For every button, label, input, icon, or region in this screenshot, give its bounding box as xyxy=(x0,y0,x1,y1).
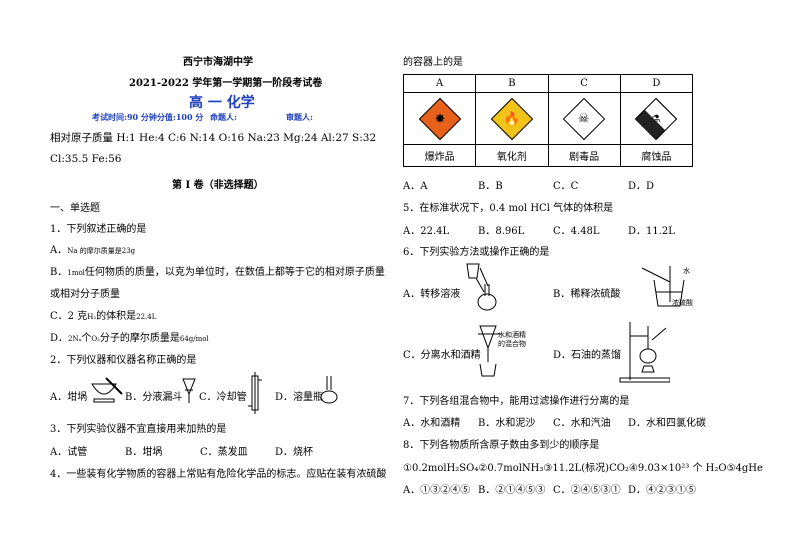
q7-option-a: A．水和酒精 xyxy=(403,418,461,429)
school-name: 西宁市海湖中学 xyxy=(183,57,253,68)
table-cell: 氧化剂 xyxy=(475,144,549,167)
atomic-mass-line-1: 相对原子质量 H:1 He:4 C:6 N:14 O:16 Na:23 Mg:2… xyxy=(50,132,377,144)
label-mix-2: 的混合物 xyxy=(498,340,526,348)
q8-option-b: B．②①④⑤③ xyxy=(478,485,546,496)
q4-stem-cont: 的容器上的是 xyxy=(403,57,463,68)
separatory-funnel-icon xyxy=(182,378,196,403)
transfer-solution-diagram xyxy=(466,263,497,311)
q3-option-a: A．试管 xyxy=(50,447,88,458)
label-mix-1: 水和酒精 xyxy=(498,331,526,339)
q4-option-c: C．C xyxy=(553,181,579,192)
q2-option-b: B．分液漏斗 xyxy=(125,392,183,403)
q4-stem: 4．一些装有化学物质的容器上常贴有危险化学品的标志。应贴在装有浓硫酸 xyxy=(50,469,387,480)
q2-stem: 2．下列仪器和仪器名称正确的是 xyxy=(50,355,197,366)
atomic-mass-line-2: Cl:35.5 Fe:56 xyxy=(50,153,122,165)
q6-option-a: A．转移溶液 xyxy=(403,289,461,300)
q8-stem: 8．下列各物质所含原子数由多到少的顺序是 xyxy=(403,440,600,451)
dilute-sulfuric-acid-diagram xyxy=(641,266,685,307)
q2-option-c: C．冷却管 xyxy=(199,392,247,403)
q5-option-c: C．4.48L xyxy=(553,226,600,237)
q7-option-d: D．水和四氯化碳 xyxy=(628,418,707,429)
table-cell: 爆炸品 xyxy=(402,144,477,167)
q7-option-b: B．水和泥沙 xyxy=(478,418,536,429)
q3-option-d: D．烧杯 xyxy=(275,447,314,458)
distillation-diagram xyxy=(619,322,670,383)
exam-info-reviewer: 审题人: xyxy=(286,112,313,122)
label-water: 水 xyxy=(683,267,690,275)
exam-info-time: 考试时间:90 分钟分值:100 分 xyxy=(92,112,204,122)
q8-option-a: A．①③②④⑤ xyxy=(403,485,471,496)
q1-option-b: B．1mol任何物质的质量，以克为单位时，在数值上都等于它的相对原子质量 xyxy=(50,267,385,278)
q3-stem: 3．下列实验仪器不宜直接用来加热的是 xyxy=(50,424,227,435)
q8-option-c: C．②④⑤③① xyxy=(553,485,621,496)
subject-title: 高 一 化学 xyxy=(189,95,255,111)
q5-option-b: B．8.96L xyxy=(478,226,525,237)
q7-stem: 7．下列各组混合物中，能用过滤操作进行分离的是 xyxy=(403,396,630,407)
table-cell: 腐蚀品 xyxy=(619,144,694,167)
q6-option-d: D．石油的蒸馏 xyxy=(553,350,622,361)
exam-title: 2021-2022 学年第一学期第一阶段考试卷 xyxy=(129,78,323,89)
condenser-icon xyxy=(248,372,262,414)
q1-option-d: D．2Nₐ个O₂分子的摩尔质量是64g/mol xyxy=(50,333,209,344)
q4-option-d: D．D xyxy=(628,181,655,192)
skull-icon: ☠ xyxy=(562,97,606,140)
section-part: 一、单选题 xyxy=(50,203,100,214)
q1-option-c: C．2 克H₂的体积是22.4L xyxy=(50,311,157,322)
q8-option-d: D．④②③①⑤ xyxy=(628,485,697,496)
q3-option-b: B．坩埚 xyxy=(125,447,163,458)
q5-option-d: D．11.2L xyxy=(628,226,675,237)
q8-items: ①0.2molH₂SO₄②0.7molNH₃③11.2L(标况)CO₂④9.03… xyxy=(403,463,763,474)
q4-option-b: B．B xyxy=(478,181,503,192)
q5-stem: 5．在标准状况下，0.4 mol HCl 气体的体积是 xyxy=(403,203,614,214)
q6-stem: 6．下列实验方法或操作正确的是 xyxy=(403,247,550,258)
q7-option-c: C．水和汽油 xyxy=(553,418,611,429)
table-cell: 剧毒品 xyxy=(547,144,621,167)
separation-funnel-diagram xyxy=(478,325,500,377)
q3-option-c: C．蒸发皿 xyxy=(200,447,248,458)
q5-option-a: A．22.4L xyxy=(403,226,450,237)
exam-info-author: 命题人: xyxy=(210,112,237,122)
q1-stem: 1．下列叙述正确的是 xyxy=(50,224,147,235)
label-acid: 浓硫酸 xyxy=(672,299,693,307)
q1-option-b-cont: 或相对分子质量 xyxy=(50,289,120,300)
q4-option-a: A．A xyxy=(403,181,428,192)
explosion-icon: ✸ xyxy=(418,97,461,140)
table-header: C xyxy=(547,74,621,93)
q6-option-c: C．分离水和酒精 xyxy=(403,350,481,361)
flame-over-circle-icon: 🔥 xyxy=(490,97,534,140)
corrosion-icon: ⚗ xyxy=(635,97,678,140)
hazard-sign-table: A B C D ✸ 🔥 ☠ ⚗ 爆炸品 氧化剂 剧毒品 腐蚀品 xyxy=(402,74,694,167)
table-header: B xyxy=(475,74,549,93)
table-header: A xyxy=(402,74,477,93)
q6-option-b: B．稀释浓硫酸 xyxy=(553,289,621,300)
table-header: D xyxy=(619,74,694,93)
crucible-icon xyxy=(91,377,123,403)
q1-option-a: A．Na 的摩尔质量是23g xyxy=(50,245,136,256)
section-title: 第 I 卷（非选择题） xyxy=(172,180,264,191)
q2-option-d: D．溶量瓶 xyxy=(275,392,324,403)
volumetric-flask-icon xyxy=(320,376,338,404)
q2-option-a: A．坩埚 xyxy=(50,392,88,403)
